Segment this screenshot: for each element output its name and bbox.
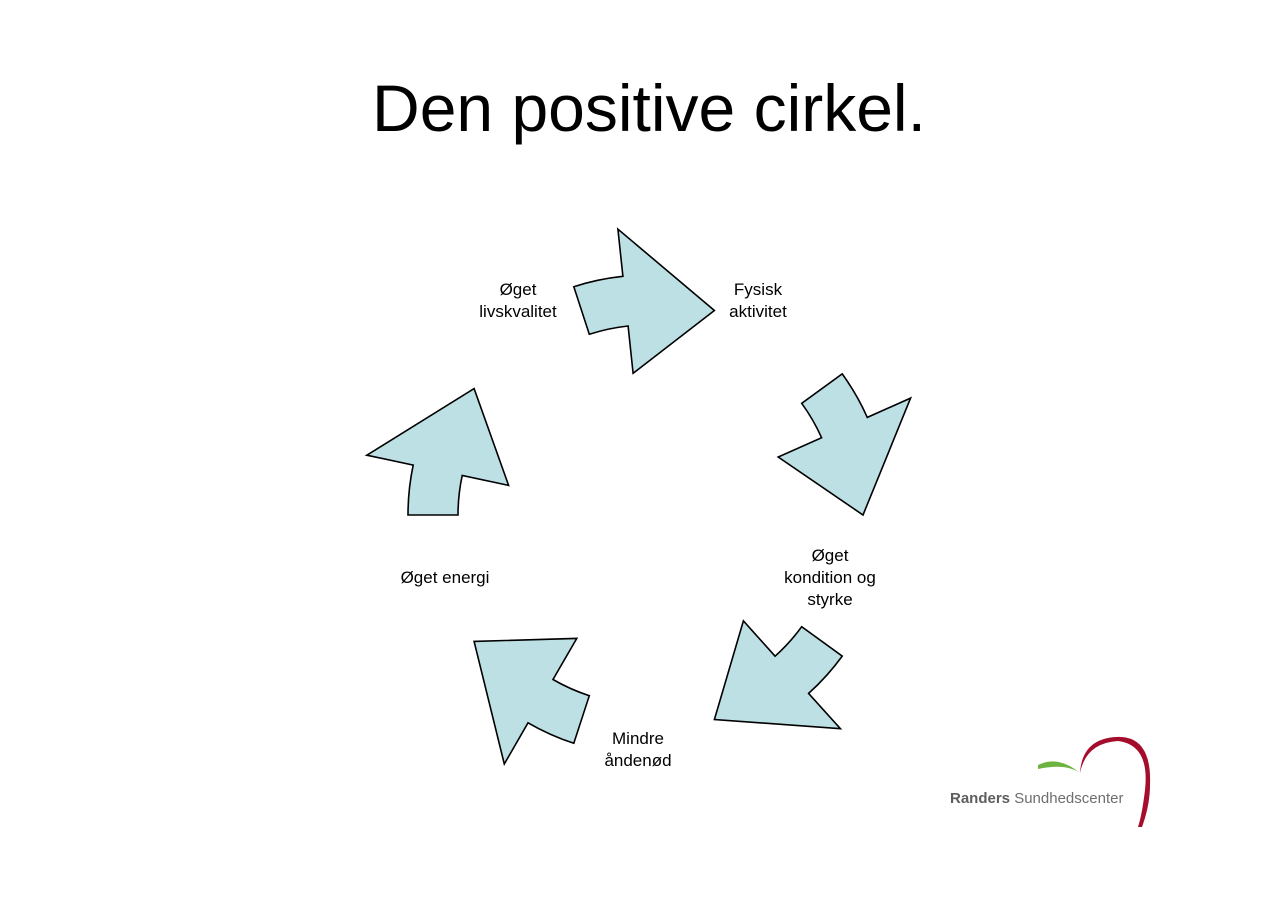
page-title: Den positive cirkel. [372, 71, 926, 145]
logo-wordmark: Randers Sundhedscenter [950, 790, 1123, 807]
node-label-oget-energi: Øget energi [400, 568, 490, 587]
cycle-arrow-5 [364, 387, 510, 516]
node-label-fysisk-aktivitet: Fysisk aktivitet [729, 280, 787, 321]
node-label-kondition-styrke: Øget kondition og styrke [784, 546, 876, 609]
randers-sundhedscenter-logo: Randers Sundhedscenter [940, 735, 1160, 835]
cycle-arrow-4 [473, 637, 591, 767]
cycle-arrow-3 [713, 619, 844, 730]
cycle-arrow-1 [572, 227, 716, 375]
logo-name-bold: Randers [950, 790, 1011, 807]
heart-logo-icon [1038, 736, 1151, 827]
node-label-mindre-andenod: Mindre åndenød [604, 729, 672, 770]
logo-name-rest: Sundhedscenter [1010, 790, 1124, 807]
node-label-oget-livskvalitet: Øget livskvalitet [479, 280, 557, 321]
cycle-arrow-2 [776, 372, 913, 517]
